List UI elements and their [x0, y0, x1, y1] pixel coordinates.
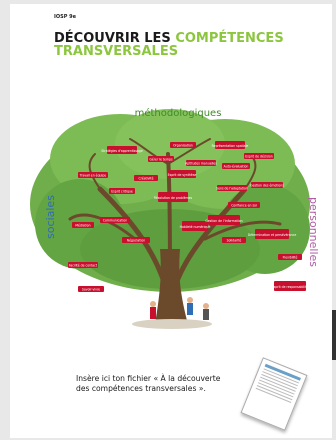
competence-label: Savoir-vivre [82, 288, 100, 292]
competence-label: Esprit de décision [245, 155, 273, 159]
note-line-2: des compétences transversales ». [76, 384, 206, 393]
competence-label: Détermination et persévérance [248, 233, 297, 237]
competence-label: Gestion de l'information [205, 219, 242, 223]
competence-label: Travail en équipe [79, 174, 107, 178]
left-label-sociales: sociales [44, 195, 57, 239]
competence-label: Stratégies d'apprentissage [101, 149, 143, 153]
competence-label: Auto-évaluation [224, 165, 249, 169]
competence-label: Représentation spatiale [212, 144, 249, 148]
competence-label: Gérer le temps [149, 158, 173, 162]
competence-label: Solidarité [227, 239, 242, 243]
competence-label: Négociation [127, 239, 145, 243]
competence-label: Gestion des émotions [250, 184, 284, 188]
competence-label: Flexibilité [283, 256, 298, 260]
competence-label: Organisation [173, 144, 193, 148]
competence-label: Aptitudes manuelles [185, 162, 217, 166]
label-group: Stratégies d'apprentissage Organisation … [68, 141, 308, 292]
competence-label: Sens de l'adaptation [216, 187, 248, 191]
competence-label: Médiation [75, 224, 90, 228]
note-line-1: Insère ici ton fichier « À la découverte [76, 374, 221, 383]
competence-label: Esprit de responsabilité [272, 285, 309, 289]
tree-ground [132, 319, 212, 329]
page-title: DÉCOUVRIR LES COMPÉTENCES TRANSVERSALES [54, 32, 284, 58]
competence-label: Communication [103, 219, 127, 223]
competence-label: Esprit de synthèse [168, 173, 197, 177]
binding-edge [332, 310, 336, 360]
competence-label: Esprit critique [111, 190, 133, 194]
page: IOSP 9e DÉCOUVRIR LES COMPÉTENCES TRANSV… [10, 4, 332, 438]
title-second-line: TRANSVERSALES [54, 44, 179, 59]
competence-tree: méthodologiques sociales personnelles St… [30, 107, 320, 329]
people-illustration [150, 297, 209, 320]
instruction-note: Insère ici ton fichier « À la découverte… [76, 374, 246, 394]
crown-label: méthodologiques [135, 107, 222, 119]
competence-label: Créativité [138, 177, 153, 181]
tree-trunk [155, 249, 188, 324]
right-label-personnelles: personnelles [307, 197, 320, 267]
competence-label: Résolution de problèmes [154, 196, 193, 200]
competence-label: Habileté numérique [180, 225, 211, 229]
competence-label: Facilité de contact [69, 264, 98, 268]
competence-label: Confiance en soi [231, 204, 257, 208]
header-code: IOSP 9e [54, 14, 76, 20]
title-dark-part: DÉCOUVRIR LES [54, 31, 176, 46]
title-green-part: COMPÉTENCES [175, 31, 284, 46]
